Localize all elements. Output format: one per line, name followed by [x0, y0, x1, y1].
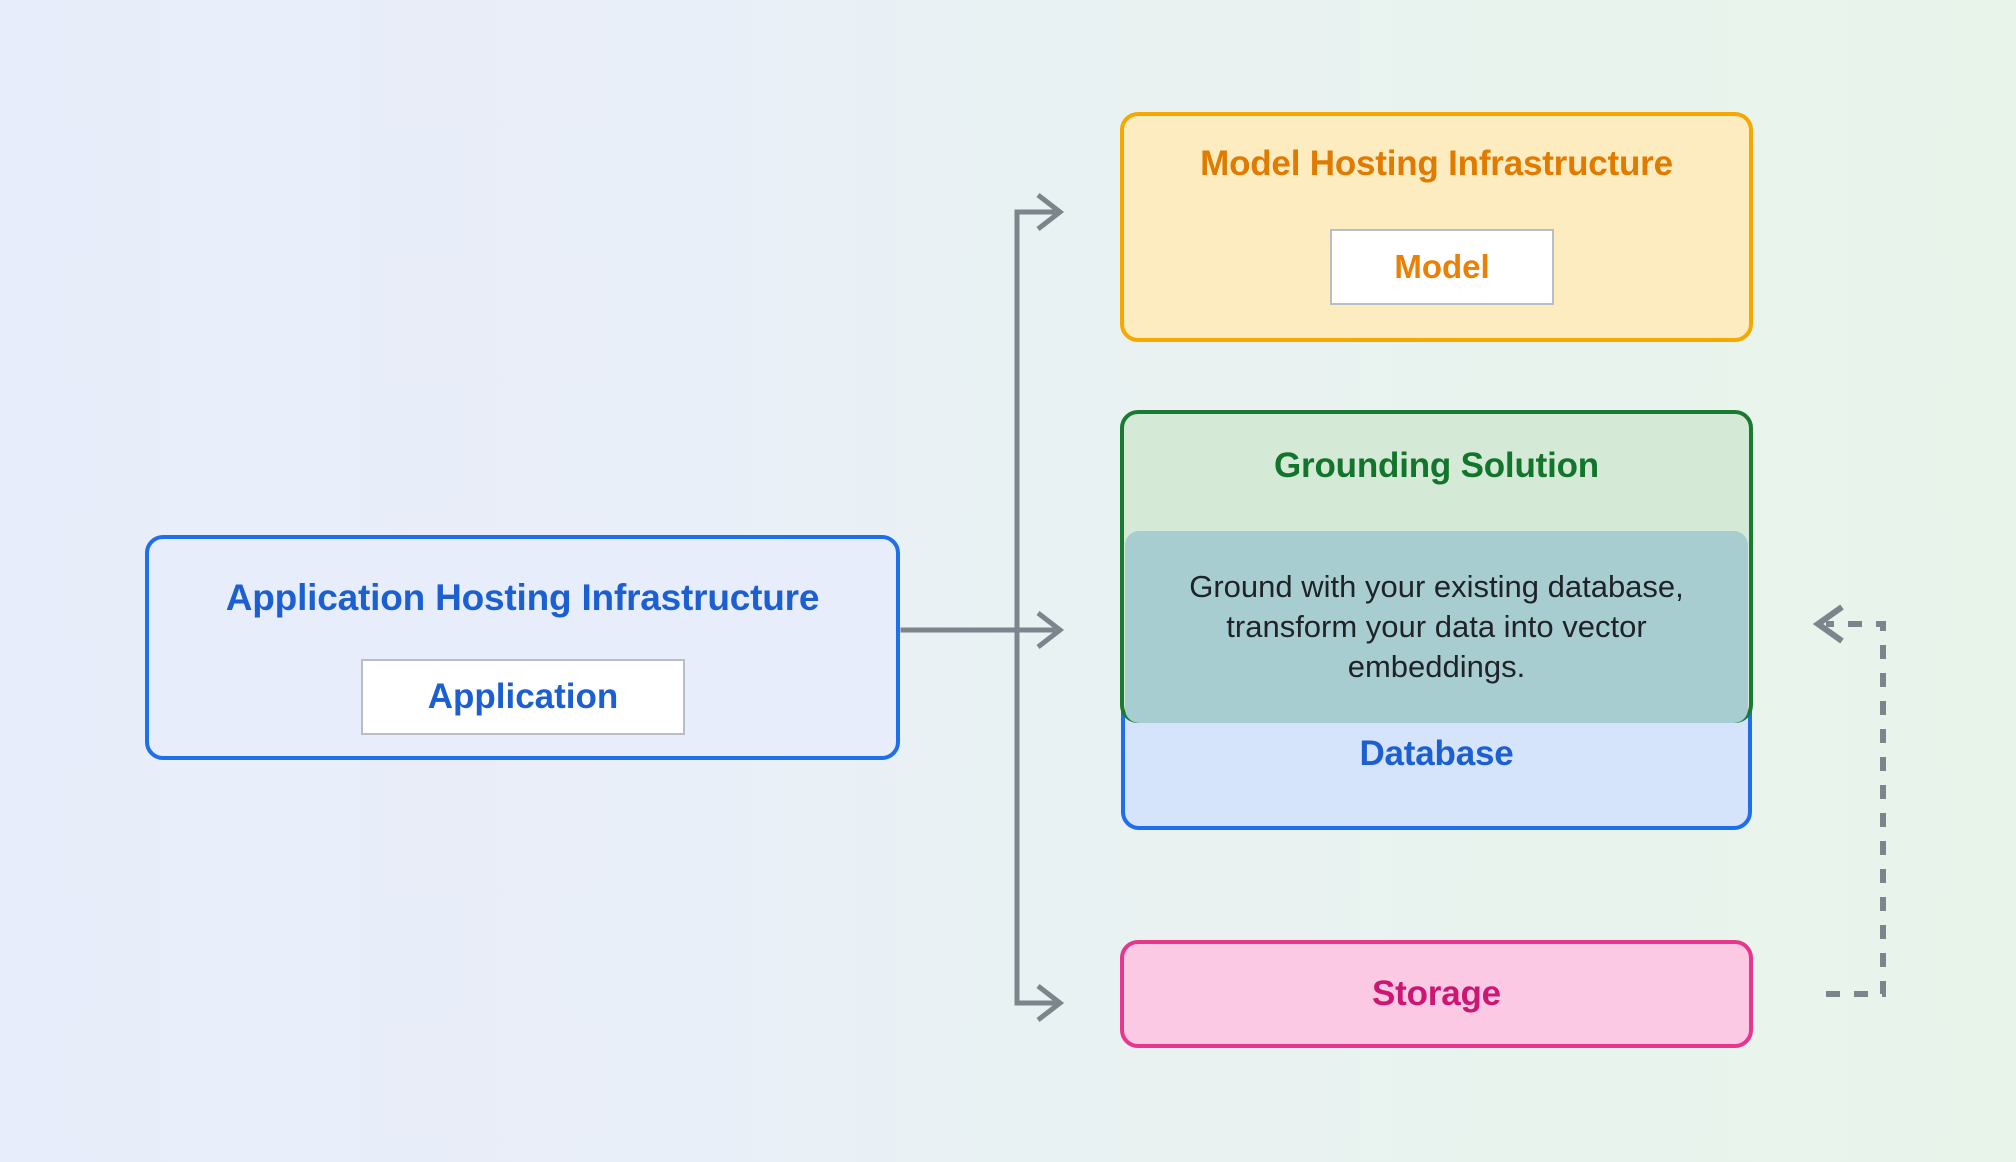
grounding-description-text: Ground with your existing database, tran… [1189, 569, 1684, 684]
model-node-label: Model [1394, 248, 1490, 285]
arrowhead-return [1812, 604, 1844, 644]
grounding-database-overlap-region: Ground with your existing database, tran… [1125, 531, 1748, 723]
dashed-return-path [1826, 621, 1886, 997]
application-hosting-infrastructure-title: Application Hosting Infrastructure [225, 577, 820, 618]
application-node-label: Application [427, 677, 619, 716]
storage-title: Storage [1372, 974, 1501, 1013]
application-node[interactable]: Application [361, 659, 685, 735]
arrowhead-grounding [1036, 611, 1065, 649]
model-hosting-infrastructure-card[interactable]: Model Hosting Infrastructure Model [1120, 112, 1753, 342]
model-hosting-infrastructure-title: Model Hosting Infrastructure [1200, 144, 1673, 183]
database-title: Database [1359, 734, 1514, 773]
storage-card[interactable]: Storage [1120, 940, 1753, 1048]
arrowhead-model [1036, 193, 1065, 231]
application-hosting-infrastructure-card[interactable]: Application Hosting Infrastructure Appli… [145, 535, 900, 760]
grounding-solution-title: Grounding Solution [1274, 446, 1599, 485]
arrowhead-storage [1036, 984, 1065, 1022]
model-node[interactable]: Model [1330, 229, 1554, 305]
